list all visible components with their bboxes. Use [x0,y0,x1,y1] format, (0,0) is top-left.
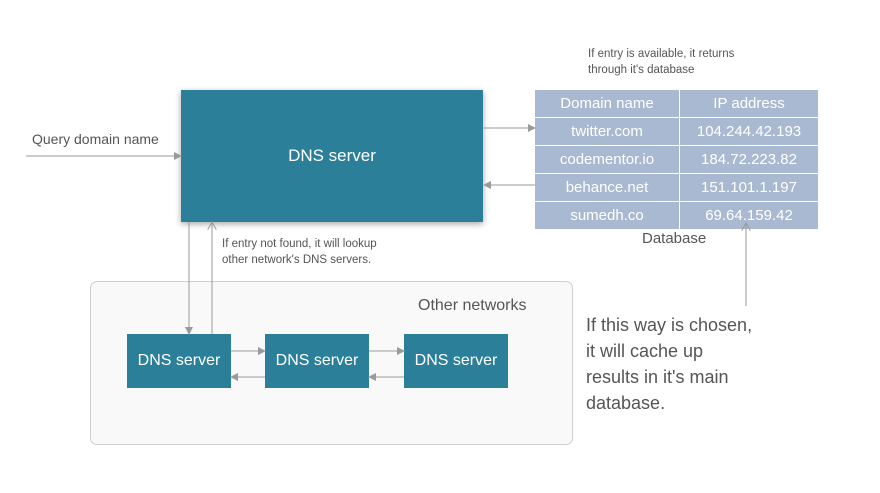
other-dns-server-1: DNS server [127,334,231,388]
database-label: Database [642,230,707,247]
other-dns-server-label: DNS server [414,352,498,369]
domain-cell: behance.net [535,173,680,202]
lookup-note: If entry not found, it will lookup other… [222,238,377,266]
query-domain-label: Query domain name [32,131,159,147]
domain-cell: codementor.io [535,145,680,174]
other-dns-server-label: DNS server [137,352,221,369]
main-dns-server-label: DNS server [288,146,376,165]
ip-address-header: IP address [679,90,818,118]
other-dns-server-label: DNS server [275,352,359,369]
other-networks-label: Other networks [418,297,527,314]
other-dns-server-3: DNS server [404,334,508,388]
ip-cell: 104.244.42.193 [679,117,818,146]
database-header-row: Domain name IP address [535,90,818,118]
database-row: twitter.com 104.244.42.193 [535,117,818,146]
database-table: Domain name IP address twitter.com 104.2… [535,90,818,230]
domain-cell: sumedh.co [535,201,680,230]
domain-name-header: Domain name [535,90,680,118]
database-row: behance.net 151.101.1.197 [535,173,818,202]
main-dns-server: DNS server [181,90,483,222]
cache-note: If this way is chosen, it will cache up … [586,315,753,413]
available-note: If entry is available, it returns throug… [588,48,735,76]
database-row: codementor.io 184.72.223.82 [535,145,818,174]
ip-cell: 151.101.1.197 [679,173,818,202]
ip-cell: 184.72.223.82 [679,145,818,174]
other-dns-server-2: DNS server [265,334,369,388]
domain-cell: twitter.com [535,117,680,146]
